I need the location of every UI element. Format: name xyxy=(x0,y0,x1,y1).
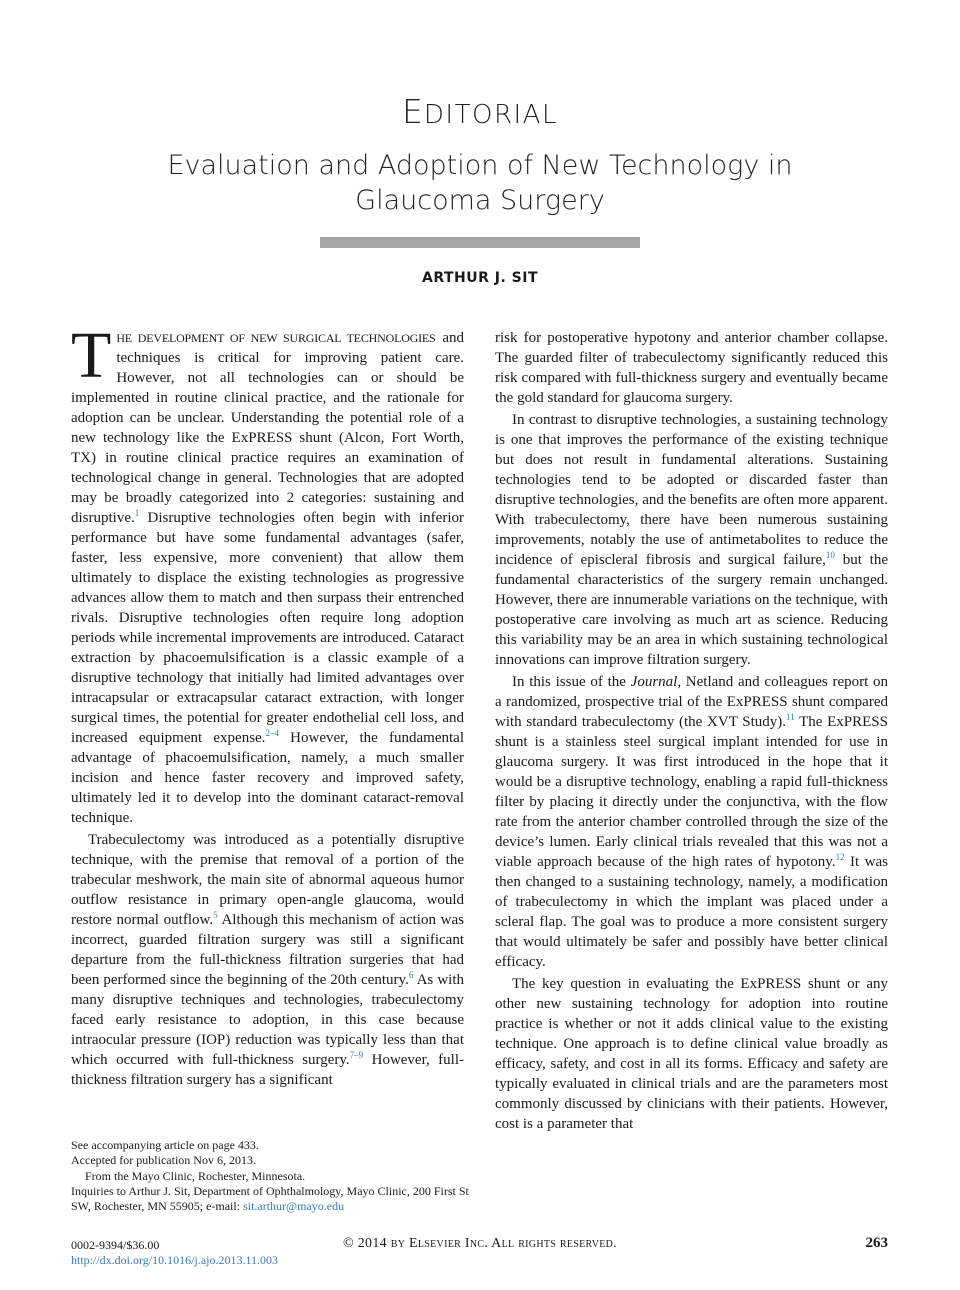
title-rule xyxy=(320,237,640,248)
paragraph: The key question in evaluating the ExPRE… xyxy=(495,976,888,1132)
text-run: but the fundamental characteristics of t… xyxy=(495,552,888,668)
text-run: The ExPRESS shunt is a stainless steel s… xyxy=(495,714,888,870)
citation-link[interactable]: 5 xyxy=(213,910,218,920)
text-run: and techniques is critical for improving… xyxy=(71,330,464,526)
left-column: T HE DEVELOPMENT OF NEW SURGICAL TECHNOLO… xyxy=(71,319,464,1090)
text-run: It was then changed to a sustaining tech… xyxy=(495,854,888,970)
paragraph: In contrast to disruptive technologies, … xyxy=(495,410,888,670)
text-run: Inquiries to Arthur J. Sit, Department o… xyxy=(71,1183,469,1214)
citation-link[interactable]: 10 xyxy=(825,550,835,560)
footnote-line: Inquiries to Arthur J. Sit, Department o… xyxy=(71,1184,471,1215)
issn-price: 0002-9394/$36.00 xyxy=(71,1238,160,1252)
text-run: Although this mechanism of action was in… xyxy=(71,912,464,988)
doi-link[interactable]: http://dx.doi.org/10.1016/j.ajo.2013.11.… xyxy=(71,1253,278,1267)
section-label: Editorial xyxy=(0,92,960,131)
text-run: , Netland and colleagues report on a ran… xyxy=(495,674,888,730)
author-name: ARTHUR J. SIT xyxy=(421,270,539,286)
paragraph: T HE DEVELOPMENT OF NEW SURGICAL TECHNOLO… xyxy=(71,319,464,828)
paragraph: In this issue of the Journal, Netland an… xyxy=(495,672,888,972)
text-run: However, full-thickness filtration surge… xyxy=(71,1052,464,1088)
dropcap: T xyxy=(71,319,112,392)
journal-name: Journal xyxy=(630,674,678,690)
text-run: In this issue of the xyxy=(512,674,631,690)
article-title: Evaluation and Adoption of New Technolog… xyxy=(167,150,793,216)
citation-link[interactable]: 11 xyxy=(786,712,795,722)
lead-caps: HE DEVELOPMENT OF NEW SURGICAL TECHNOLOG… xyxy=(116,331,436,345)
paragraph: Trabeculectomy was introduced as a poten… xyxy=(71,830,464,1090)
text-run: However, the fundamental advantage of ph… xyxy=(71,730,464,826)
right-column: risk for postoperative hypotony and ante… xyxy=(495,328,888,1134)
citation-link[interactable]: 1 xyxy=(134,508,140,518)
email-link[interactable]: sit.arthur@mayo.edu xyxy=(243,1199,345,1214)
footer-left: 0002-9394/$36.00 http://dx.doi.org/10.10… xyxy=(71,1238,278,1268)
text-run: In contrast to disruptive technologies, … xyxy=(495,412,888,568)
paragraph: risk for postoperative hypotony and ante… xyxy=(495,330,888,406)
copyright: © 2014 by Elsevier Inc. All rights reser… xyxy=(343,1236,617,1251)
citation-link[interactable]: 6 xyxy=(408,970,414,980)
text-run: Trabeculectomy was introduced as a poten… xyxy=(71,832,464,928)
footnote-line: From the Mayo Clinic, Rochester, Minneso… xyxy=(85,1168,306,1183)
citation-link[interactable]: 7–9 xyxy=(349,1050,364,1060)
text-run: Disruptive technologies often begin with… xyxy=(71,510,464,746)
footnote-line: See accompanying article on page 433. xyxy=(71,1138,259,1152)
section-label-rest: ditorial xyxy=(423,100,558,130)
footnote-line: Accepted for publication Nov 6, 2013. xyxy=(71,1153,256,1168)
section-label-first: E xyxy=(402,92,424,131)
page-number: 263 xyxy=(865,1235,889,1251)
text-run: As with many disruptive techniques and t… xyxy=(71,972,465,1068)
footnotes: See accompanying article on page 433. Ac… xyxy=(71,1138,471,1214)
citation-link[interactable]: 12 xyxy=(835,852,845,862)
citation-link[interactable]: 2–4 xyxy=(265,728,279,738)
